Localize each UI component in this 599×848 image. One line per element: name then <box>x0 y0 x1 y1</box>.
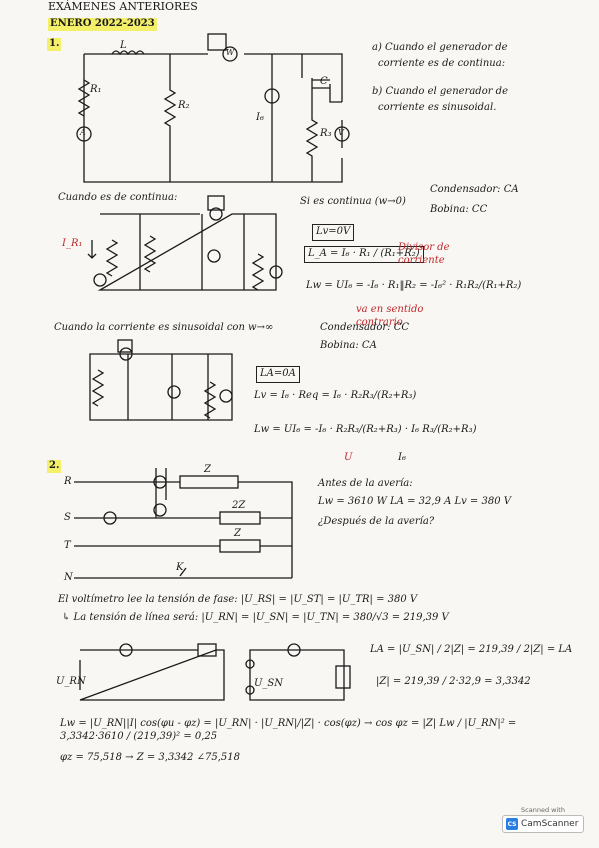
before-fault-values: Lw = 3610 W LA = 32,9 A Lv = 380 V <box>318 496 511 507</box>
label-R1: R₁ <box>90 84 102 95</box>
problem-2-number: 2. <box>47 460 62 473</box>
meter-W: W <box>226 48 235 57</box>
lw2-formula: Lw = UI₆ = -I₆ · R₂R₃/(R₂+R₃) · I₆ R₃/(R… <box>254 424 477 435</box>
current-ir1-label: I_R₁ <box>62 238 83 249</box>
lv-formula: Lv = I₆ · Req = I₆ · R₂R₃/(R₂+R₃) <box>254 390 417 401</box>
lv-zero: Lv=0V <box>312 224 355 241</box>
impedance-z2: 2Z <box>232 500 246 511</box>
meter-A: A <box>80 128 86 137</box>
impedance-z3: Z <box>234 528 241 539</box>
question-b-2: corriente es sinusoidal. <box>378 102 497 113</box>
switch-K: K <box>176 562 184 573</box>
sinusoidal-title: Cuando la corriente es sinusoidal con w→… <box>54 322 274 333</box>
header-session: ENERO 2022-2023 <box>48 18 157 31</box>
before-fault-title: Antes de la avería: <box>318 478 413 489</box>
label-L: L <box>120 40 127 51</box>
voltmeter-line: El voltímetro lee la tensión de fase: |U… <box>58 594 418 605</box>
label-Ig: I₆ <box>256 112 264 123</box>
phase-S: S <box>64 512 71 523</box>
continua-condition: Si es continua (w→0) <box>300 196 406 207</box>
urn-label: U_RN <box>56 676 86 687</box>
question-a: a) Cuando el generador de <box>372 42 508 53</box>
phi-equation: φz = 75,518 → Z = 3,3342 ∠75,518 <box>60 752 240 763</box>
lw-equation: Lw = |U_RN||I| cos(φu - φz) = |U_RN| · |… <box>60 718 517 742</box>
lw-formula: Lw = UI₆ = -I₆ · R₁‖R₂ = -I₆² · R₁R₂/(R₁… <box>306 280 522 291</box>
meter-V: V <box>338 128 344 137</box>
la-zero: LA=0A <box>256 366 300 383</box>
sinusoidal-coil: Bobina: CA <box>320 340 377 351</box>
scanned-with-text: Scanned with <box>521 806 565 814</box>
la-formula: L_A = I₆ · R₁ / (R₁+R₂) <box>304 246 424 263</box>
neutral-N: N <box>64 572 73 583</box>
continua-coil: Bobina: CC <box>430 204 488 215</box>
usn-label: U_SN <box>254 678 284 689</box>
impedance-z1: Z <box>204 464 211 475</box>
camscanner-stamp: Scanned with CS CamScanner <box>502 806 584 838</box>
problem-1-number: 1. <box>47 38 62 51</box>
ig-brace-label: I₆ <box>398 452 406 463</box>
phase-T: T <box>64 540 71 551</box>
question-a-2: corriente es de continua: <box>378 58 506 69</box>
after-fault-question: ¿Después de la avería? <box>318 516 435 527</box>
phase-R: R <box>64 476 72 487</box>
sinusoidal-capacitor: Condensador: CC <box>320 322 410 333</box>
label-R2: R₂ <box>178 100 190 111</box>
u-brace-label: U <box>344 452 353 463</box>
question-b: b) Cuando el generador de <box>372 86 508 97</box>
label-R3: R₃ <box>320 128 332 139</box>
la-equation: LA = |U_SN| / 2|Z| = 219,39 / 2|Z| = LA <box>370 644 573 655</box>
continua-title: Cuando es de continua: <box>58 192 178 203</box>
camscanner-brand: CamScanner <box>521 819 579 829</box>
camscanner-logo: CS CamScanner <box>502 815 584 833</box>
divisor-note: Divisor de corriente <box>398 242 450 266</box>
z-equation: |Z| = 219,39 / 2·32,9 = 3,3342 <box>376 676 531 687</box>
header-title: EXÁMENES ANTERIORES <box>48 0 198 13</box>
camscanner-icon: CS <box>506 818 518 830</box>
continua-capacitor: Condensador: CA <box>430 184 519 195</box>
direction-note: va en sentido contrario <box>356 304 424 328</box>
label-C: C <box>320 76 328 87</box>
line-voltage: ↳ La tensión de línea será: |U_RN| = |U_… <box>62 612 449 623</box>
